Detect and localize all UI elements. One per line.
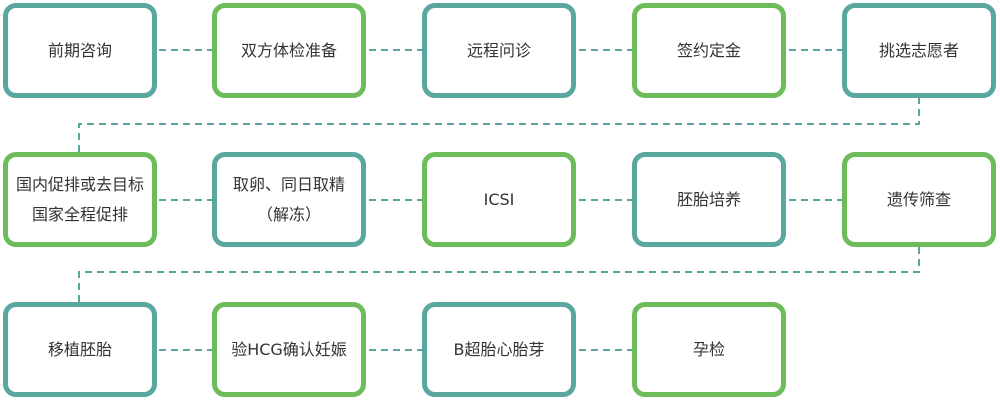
step-embryo-culture[interactable]: 胚胎培养 (632, 152, 786, 247)
connector-5-6 (78, 97, 920, 152)
step-consultation[interactable]: 前期咨询 (3, 3, 157, 98)
step-prenatal-checkup[interactable]: 孕检 (632, 302, 786, 397)
step-genetic-screening[interactable]: 遗传筛查 (842, 152, 996, 247)
step-ovarian-stimulation[interactable]: 国内促排或去目标国家全程促排 (3, 152, 157, 247)
step-egg-sperm-retrieval[interactable]: 取卵、同日取精（解冻） (212, 152, 366, 247)
step-icsi[interactable]: ICSI (422, 152, 576, 247)
connector-10-11 (78, 247, 920, 302)
step-hcg-test[interactable]: 验HCG确认妊娠 (212, 302, 366, 397)
step-contract-deposit[interactable]: 签约定金 (632, 3, 786, 98)
step-embryo-transfer[interactable]: 移植胚胎 (3, 302, 157, 397)
step-ultrasound[interactable]: B超胎心胎芽 (422, 302, 576, 397)
step-select-volunteer[interactable]: 挑选志愿者 (842, 3, 996, 98)
step-checkup-preparation[interactable]: 双方体检准备 (212, 3, 366, 98)
step-remote-consultation[interactable]: 远程问诊 (422, 3, 576, 98)
